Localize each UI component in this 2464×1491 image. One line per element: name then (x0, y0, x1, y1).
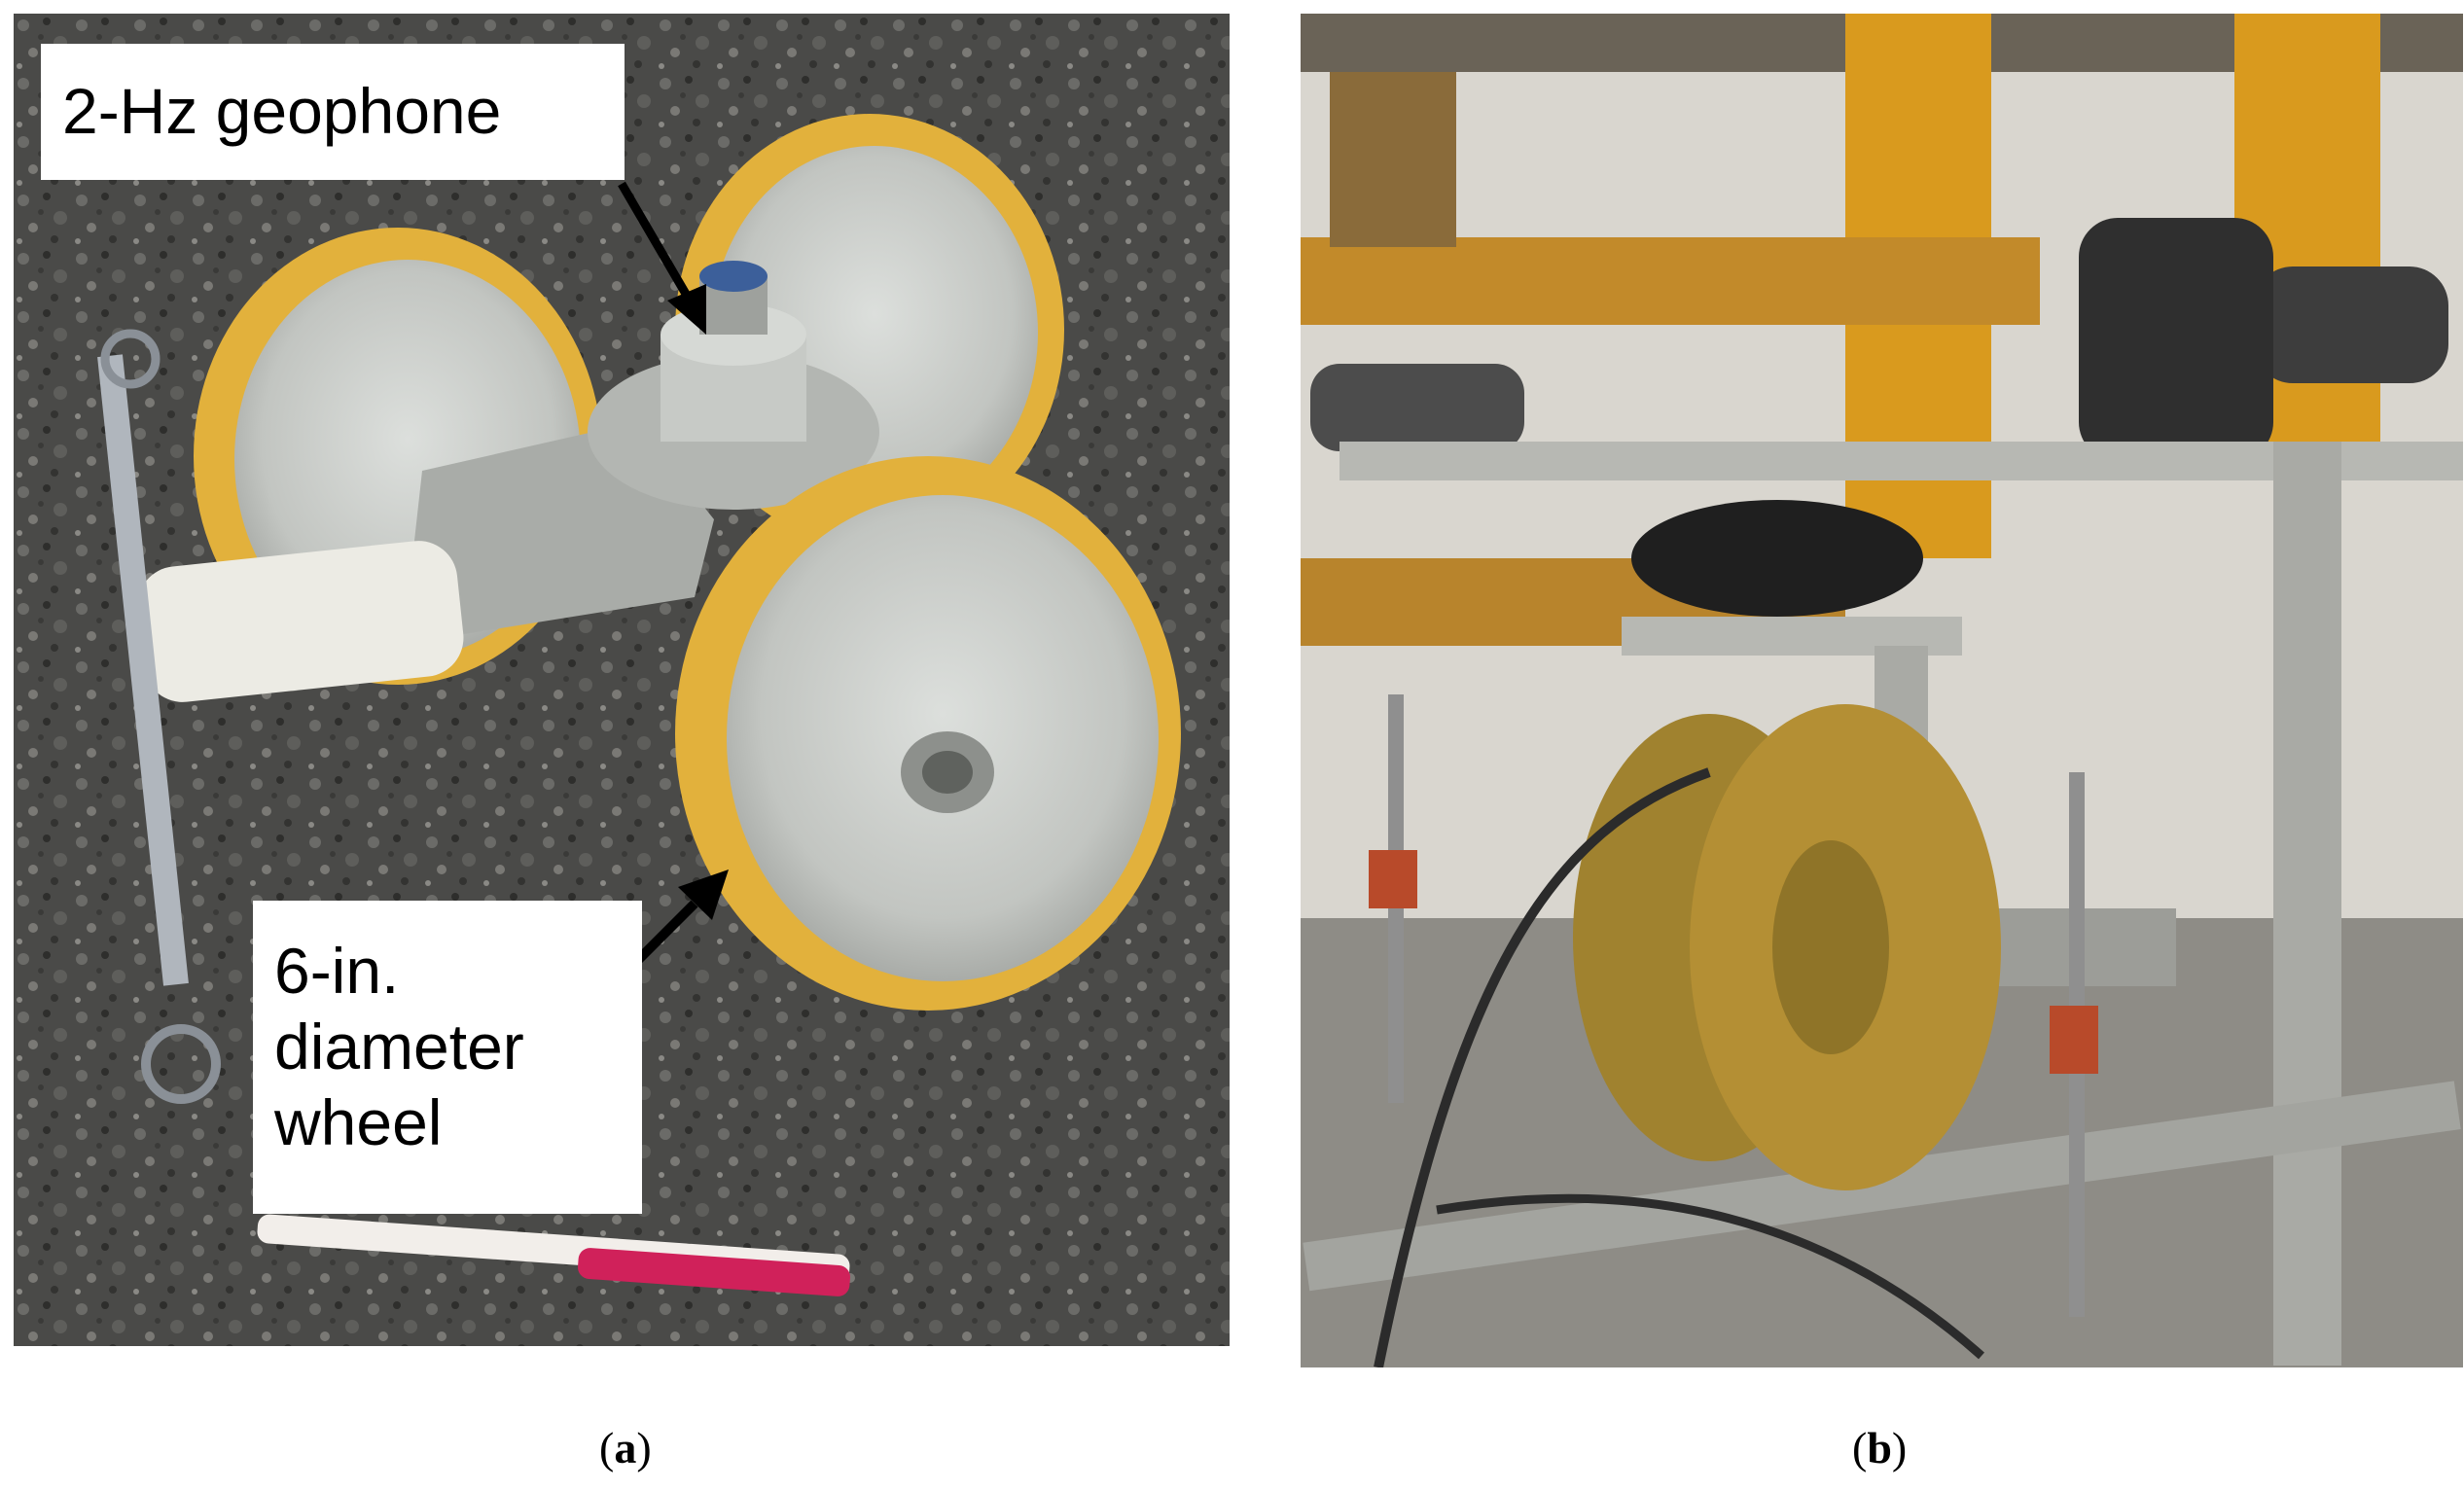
cable (1374, 767, 1711, 1367)
photo-panel-b (1301, 14, 2463, 1367)
callout-wheel-line: diameter (274, 1010, 524, 1083)
photo-panel-a (14, 14, 1230, 1346)
geophone-wheel-photo (14, 14, 1230, 1346)
tow-rod (97, 329, 221, 1104)
clamps (1369, 694, 2098, 1317)
pen (257, 1214, 850, 1296)
vehicle-tire (2079, 218, 2273, 461)
arrow-icon (618, 181, 706, 335)
callout-wheel-line: 6-in. (274, 935, 400, 1007)
panel-label-a: (a) (599, 1423, 652, 1473)
wheel-front (675, 456, 1181, 1011)
callout-geophone: 2-Hz geophone (41, 44, 625, 180)
vehicle-rig-photo (1301, 14, 2463, 1367)
panel-label-b: (b) (1852, 1423, 1908, 1473)
callout-wheel-line: wheel (274, 1085, 443, 1158)
callout-wheel-diameter: 6-in. diameter wheel (253, 901, 642, 1214)
air-spring (1631, 500, 1923, 617)
rig-wheels (1573, 704, 2001, 1190)
geophone-body (588, 261, 879, 510)
callout-geophone-text: 2-Hz geophone (62, 75, 502, 148)
cable (1436, 1193, 1984, 1360)
